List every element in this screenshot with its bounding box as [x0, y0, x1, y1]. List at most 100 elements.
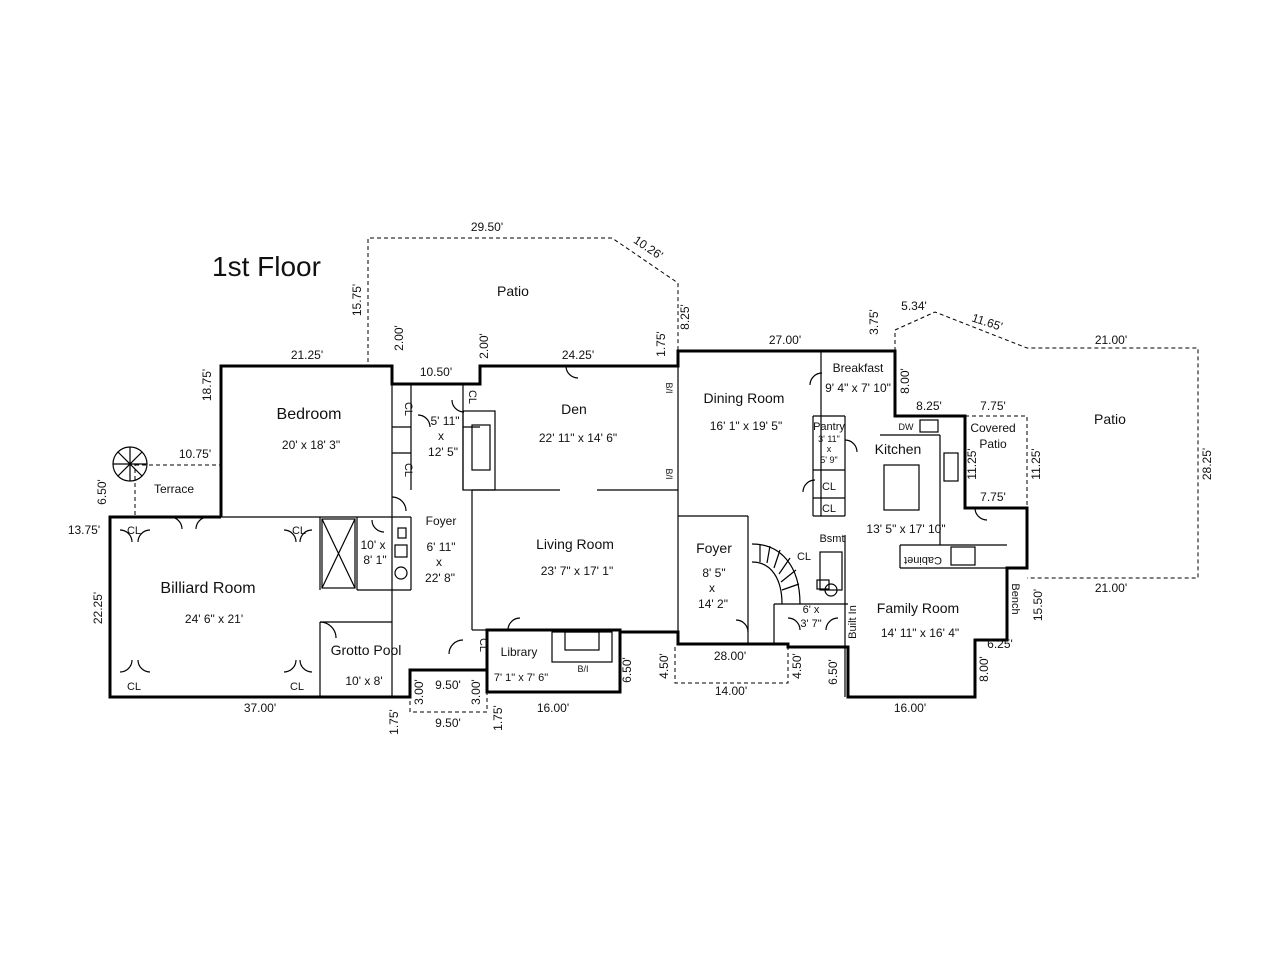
dim-hall-top: 10.50' [420, 365, 452, 379]
dim-patio-right-height: 3.75' [867, 309, 881, 335]
dim-family-step: 8.00' [977, 656, 991, 682]
dim-billiard-bottom: 37.00' [244, 701, 276, 715]
powder-sink [816, 579, 830, 590]
dim-patio-right-diag2: 11.65' [970, 311, 1004, 334]
den-size: 22' 11" x 14' 6" [539, 431, 617, 445]
dim-den-top: 24.25' [562, 348, 594, 362]
dim-terrace-left: 6.50' [95, 479, 109, 505]
bath-fixture [397, 527, 407, 539]
dim-patio-right-top: 21.00' [1095, 333, 1127, 347]
kitchen-island [883, 464, 920, 511]
grotto-size: 10' x 8' [345, 674, 382, 688]
powder-line2: 3' 7" [800, 618, 821, 630]
dim-patio-top-right: 8.25' [678, 304, 692, 330]
breakfast-name: Breakfast [833, 361, 884, 375]
kitchen-sink [919, 419, 939, 433]
patio-right-label: Patio [1094, 411, 1126, 427]
dim-bedroom-right: 2.00' [392, 325, 406, 351]
hall-closet-x: x [438, 429, 444, 443]
bi-label: B/I [664, 468, 674, 479]
patio-top-label: Patio [497, 283, 529, 299]
cl-label: CL [292, 525, 306, 537]
pantry-w: 3' 11" [818, 434, 840, 444]
dim-library-step: 1.75' [491, 705, 505, 731]
dim-porch-right: 4.50' [790, 653, 804, 679]
library-walls [485, 628, 622, 694]
pantry-x: x [827, 444, 832, 454]
library-name: Library [501, 645, 538, 659]
pantry-h: 5' 9" [820, 455, 837, 465]
foyer-left-name: Foyer [426, 514, 457, 528]
den-fireplace [462, 410, 496, 491]
den-name: Den [561, 401, 587, 417]
billiard-size: 24' 6" x 21' [185, 612, 243, 626]
dim-living-right: 6.50' [620, 657, 634, 683]
bsmt-label: Bsmt [819, 533, 844, 545]
foyer-right-h: 14' 2" [698, 597, 728, 611]
cl-label: CL [477, 638, 489, 652]
built-in-label: Built In [847, 605, 859, 639]
dim-covered-left: 11.25' [965, 448, 979, 479]
dim-step-b: 3.00' [469, 679, 483, 705]
dim-step-width-bottom: 9.50' [435, 716, 461, 730]
terrace-outline [134, 464, 221, 518]
dim-billiard-left: 22.25' [91, 592, 105, 624]
dim-bedroom-left: 18.75' [200, 369, 214, 401]
living-name: Living Room [536, 536, 614, 552]
dim-bench-right: 15.50' [1031, 589, 1045, 621]
fixture-labels: B/I B/I B/I Bsmt Built In Bench Cabinet … [577, 382, 1021, 674]
dim-bedroom-top: 21.25' [291, 348, 323, 362]
powder-line1: 6' x [803, 604, 820, 616]
dim-den-left: 2.00' [477, 333, 491, 359]
dim-terrace-top: 10.75' [179, 447, 211, 461]
cl-label: CL [822, 503, 836, 515]
library-size: 7' 1" x 7' 6" [494, 672, 548, 684]
cl-label: CL [127, 681, 141, 693]
bedroom-name: Bedroom [277, 406, 342, 423]
porch-outline [674, 647, 789, 684]
bi-label: B/I [577, 664, 588, 674]
billiard-name: Billiard Room [160, 580, 255, 597]
cabinet-label: Cabinet [904, 554, 942, 566]
dim-kitchen-top: 8.25' [916, 399, 942, 413]
curved-staircase [751, 543, 843, 605]
bath-a-line1: 10' x [361, 538, 386, 552]
cl-label: CL [127, 525, 141, 537]
kitchen-size: 13' 5" x 17' 10" [866, 522, 945, 536]
dim-family-left: 6.50' [826, 659, 840, 685]
cl-label: CL [797, 551, 811, 563]
closet-labels: CL CL CL CL CL CL CL CL CL CL CL [127, 390, 836, 693]
dim-family-ledge: 6.25' [987, 637, 1013, 651]
patio-top-outline [367, 237, 679, 362]
patio-right-outline [894, 311, 1199, 579]
dim-billiard-top-left: 13.75' [68, 523, 100, 537]
interior-walls [221, 351, 1008, 697]
pantry-name: Pantry [813, 421, 845, 433]
family-name: Family Room [877, 600, 959, 616]
family-size: 14' 11" x 16' 4" [881, 626, 959, 640]
dim-family-bottom: 16.00' [894, 701, 926, 715]
terrace-label: Terrace [154, 482, 194, 496]
dim-porch-bottom: 14.00' [715, 684, 747, 698]
kitchen-name: Kitchen [875, 441, 922, 457]
breakfast-size: 9' 4" x 7' 10" [825, 381, 891, 395]
spiral-stair [112, 446, 148, 482]
dim-step-width: 9.50' [435, 678, 461, 692]
covered-patio-line1: Covered [970, 421, 1015, 435]
foyer-right-w: 8' 5" [702, 566, 725, 580]
hall-closet-w: 5' 11" [430, 414, 459, 428]
dim-patio-top-width: 29.50' [471, 220, 503, 234]
cl-label: CL [466, 390, 478, 404]
sink [394, 566, 408, 580]
toilet [394, 544, 408, 558]
floor-title: 1st Floor [212, 251, 321, 282]
bench-label: Bench [1009, 583, 1021, 614]
dimension-labels: 29.50' 10.26' 15.75' 8.25' 21.25' 18.75'… [68, 220, 1214, 735]
dim-porch-left: 4.50' [657, 653, 671, 679]
dim-library-bottom: 16.00' [537, 701, 569, 715]
dim-patio-top-diag: 10.26' [631, 233, 666, 263]
dim-grotto-step: 1.75' [387, 709, 401, 735]
dim-patio-right-diag1: 5.34' [901, 299, 927, 313]
covered-patio-line2: Patio [979, 437, 1007, 451]
